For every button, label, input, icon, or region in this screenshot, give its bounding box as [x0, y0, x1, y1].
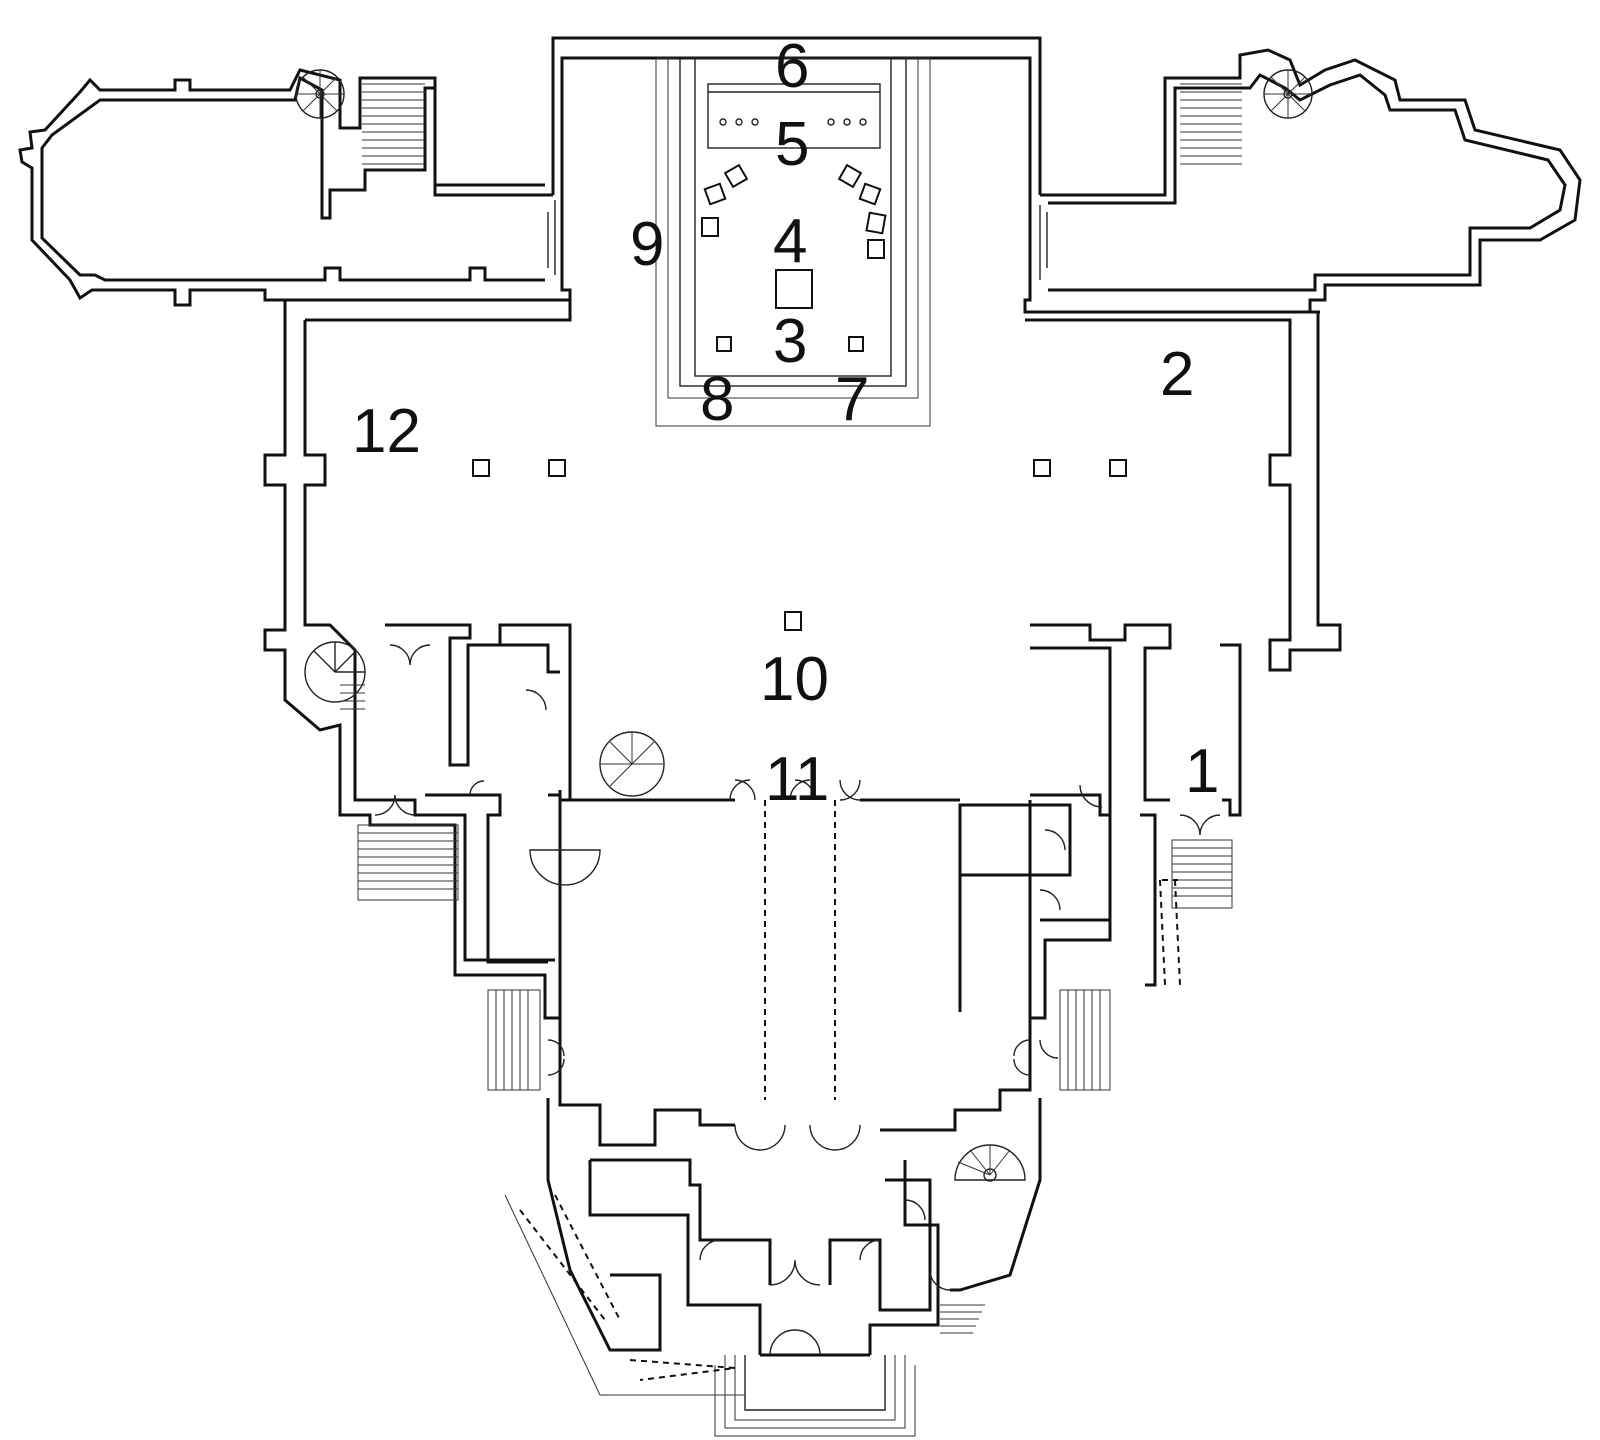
label-12: 12	[352, 397, 421, 466]
labels: 1 2 3 4 5 6 7 8 9 10 11 12	[352, 32, 1219, 814]
label-7: 7	[835, 365, 869, 434]
spiral-stair-10	[599, 731, 665, 797]
left-chapel-spiral-stair	[295, 69, 345, 119]
right-chapel-stairs	[1180, 83, 1242, 165]
label-11: 11	[765, 745, 829, 814]
right-chapel	[1023, 48, 1582, 314]
label-2: 2	[1160, 340, 1194, 409]
right-chapel-spiral-stair	[1263, 69, 1313, 119]
altar-rail-dots	[719, 118, 867, 126]
sanctuary	[551, 36, 1042, 427]
left-entrance-stairs	[357, 824, 459, 901]
left-chapel-stairs	[362, 83, 425, 165]
right-annex	[958, 623, 1242, 1091]
left-side-stairs	[487, 989, 541, 1091]
label-6: 6	[775, 32, 809, 101]
label-1: 1	[1185, 737, 1219, 806]
altar	[775, 269, 813, 309]
label-3: 3	[773, 307, 807, 376]
narthex-doors	[547, 779, 1031, 1356]
left-annex	[304, 623, 665, 1091]
label-8: 8	[700, 365, 734, 434]
narthex	[504, 779, 1042, 1437]
label-9: 9	[630, 210, 664, 279]
label-4: 4	[773, 207, 807, 276]
label-5: 5	[775, 110, 809, 179]
main-hall	[263, 300, 1342, 1020]
right-entrance-stairs	[1171, 839, 1233, 909]
right-side-stairs	[1059, 989, 1111, 1091]
doors-right	[1039, 784, 1221, 1059]
left-chapel	[18, 68, 572, 307]
narthex-spiral-stair	[954, 1144, 1026, 1182]
label-10: 10	[760, 645, 829, 714]
narthex-lower-stairs	[940, 1304, 985, 1334]
choir-stalls	[701, 163, 887, 259]
doors-left	[374, 644, 601, 886]
left-spiral-stair	[304, 641, 366, 710]
